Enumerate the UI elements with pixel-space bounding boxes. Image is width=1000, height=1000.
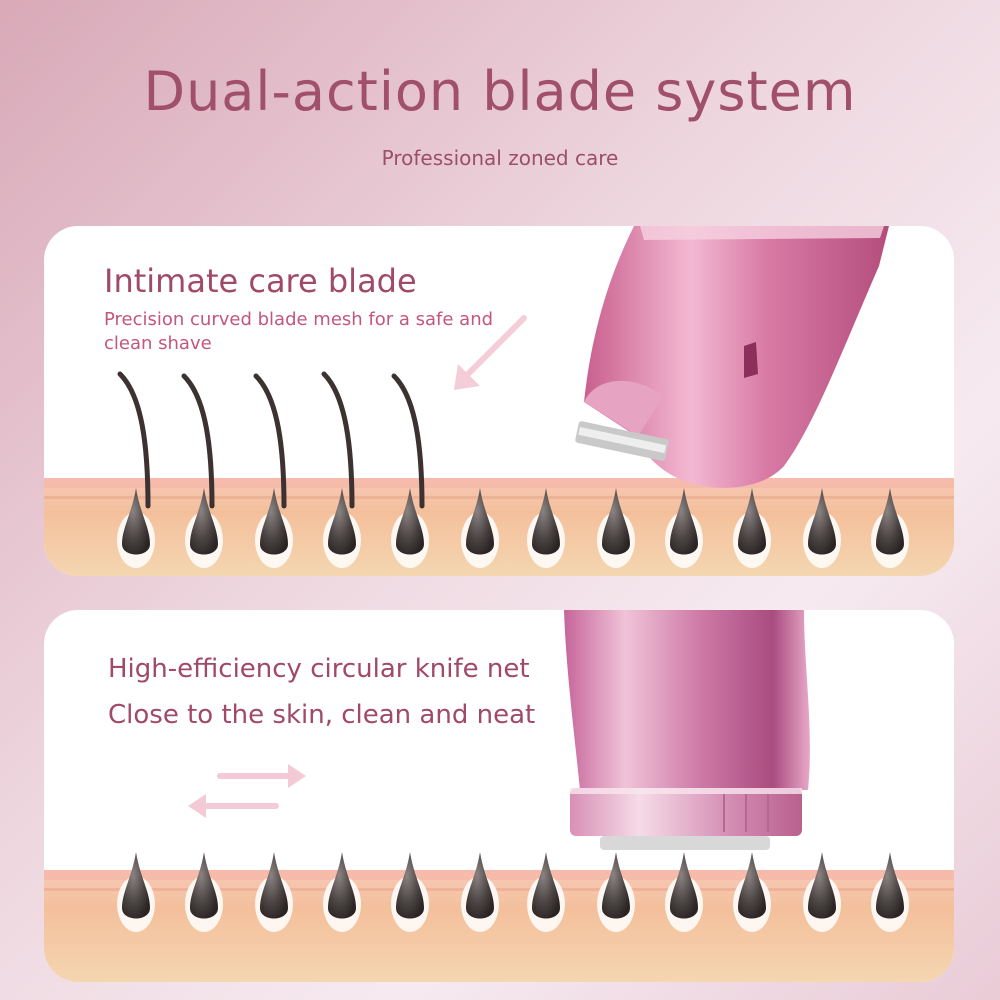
panel-line-circular-1: High-efficiency circular knife net xyxy=(108,654,530,684)
panel-desc-intimate: Precision curved blade mesh for a safe a… xyxy=(104,309,494,354)
panel-line-circular-2: Close to the skin, clean and neat xyxy=(108,700,536,730)
circular-knife-panel: High-efficiency circular knife net Close… xyxy=(44,610,954,982)
diagonal-arrow-icon xyxy=(454,315,527,390)
circular-knife-illustration xyxy=(44,610,954,982)
trimmer-device xyxy=(575,226,889,488)
intimate-care-illustration xyxy=(44,226,954,576)
intimate-care-panel: Intimate care blade Precision curved bla… xyxy=(44,226,954,576)
double-arrow-icon xyxy=(188,764,306,818)
page-subtitle: Professional zoned care xyxy=(381,146,619,170)
panel-title-intimate: Intimate care blade xyxy=(104,262,417,300)
circular-shaver-device xyxy=(564,610,810,850)
page-title: Dual-action blade system xyxy=(143,60,857,123)
